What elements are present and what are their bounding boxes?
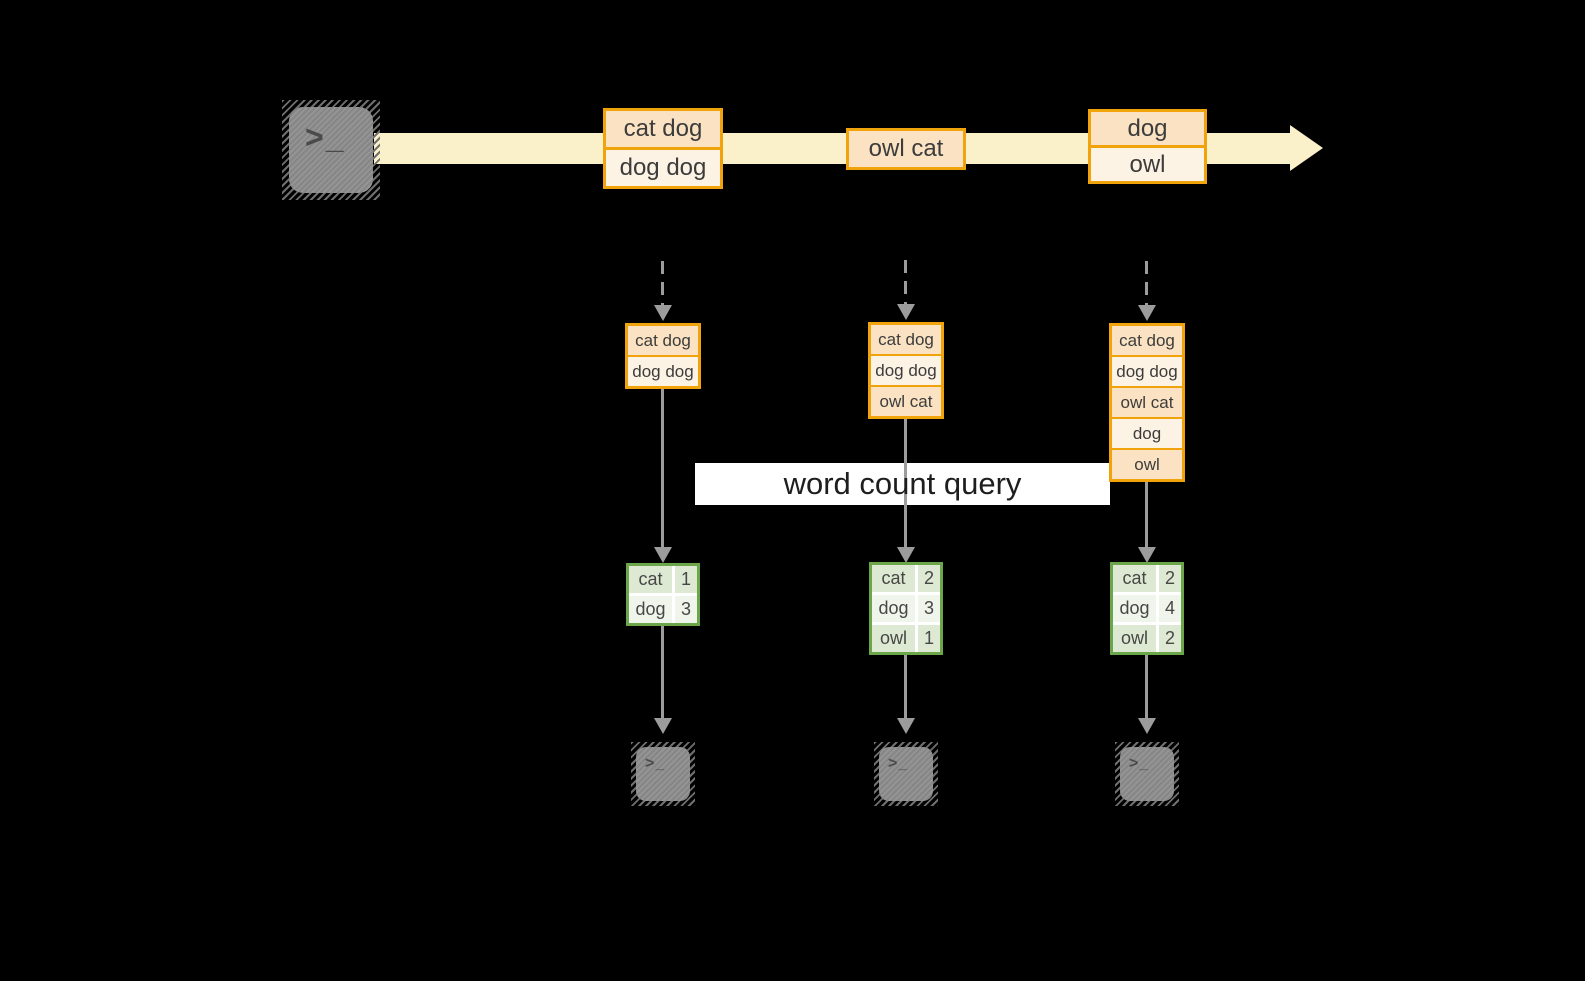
terminal-body: >_	[879, 747, 933, 801]
input-line: dog	[1112, 417, 1182, 448]
down-arrow-1	[661, 389, 664, 547]
input-stack-2: cat dog dog dog owl cat	[868, 322, 944, 419]
batch-line: owl	[1091, 145, 1204, 181]
count-cell: 3	[675, 596, 697, 623]
batch-line: dog dog	[606, 147, 720, 186]
terminal-body: >_	[1120, 747, 1174, 801]
count-cell: 1	[675, 566, 697, 593]
batch-line: owl cat	[849, 131, 963, 167]
batch-line: dog	[1091, 112, 1204, 145]
terminal-prompt-glyph: >_	[888, 755, 909, 772]
terminal-sink-icon-2: >_	[874, 742, 938, 806]
down-arrow-6	[1145, 655, 1148, 718]
down-arrowhead-icon	[1138, 547, 1156, 563]
input-stack-1: cat dog dog dog	[625, 323, 701, 389]
down-arrowhead-icon	[897, 304, 915, 320]
down-arrow-2	[904, 419, 907, 547]
count-cell: 2	[918, 565, 940, 592]
stream-arrowhead-icon	[1290, 125, 1323, 171]
count-cell: 3	[918, 595, 940, 622]
down-arrowhead-icon	[1138, 305, 1156, 321]
down-arrowhead-icon	[654, 547, 672, 563]
word-cell: dog	[1113, 595, 1156, 622]
input-line: owl	[1112, 448, 1182, 479]
down-arrow-4	[661, 626, 664, 718]
input-line: cat dog	[628, 326, 698, 355]
terminal-sink-icon-1: >_	[631, 742, 695, 806]
word-count-table-1: cat 1 dog 3	[626, 563, 700, 626]
stream-batch-1: cat dog dog dog	[603, 108, 723, 189]
terminal-body: >_	[636, 747, 690, 801]
count-cell: 2	[1159, 625, 1181, 652]
input-stack-3: cat dog dog dog owl cat dog owl	[1109, 323, 1185, 482]
dashed-down-arrow-1	[661, 261, 664, 305]
terminal-body: >_	[289, 107, 373, 193]
input-line: owl cat	[1112, 386, 1182, 417]
input-line: dog dog	[1112, 355, 1182, 386]
down-arrow-3	[1145, 482, 1148, 547]
count-cell: 4	[1159, 595, 1181, 622]
input-line: dog dog	[871, 354, 941, 385]
terminal-prompt-glyph: >_	[1129, 755, 1150, 772]
down-arrowhead-icon	[1138, 718, 1156, 734]
down-arrowhead-icon	[897, 718, 915, 734]
down-arrowhead-icon	[654, 718, 672, 734]
query-banner-label: word count query	[783, 466, 1022, 501]
count-cell: 1	[918, 625, 940, 652]
word-cell: cat	[629, 566, 672, 593]
word-cell: dog	[629, 596, 672, 623]
batch-line: cat dog	[606, 111, 720, 147]
terminal-prompt-glyph: >_	[305, 119, 346, 155]
terminal-prompt-glyph: >_	[645, 755, 666, 772]
word-cell: cat	[872, 565, 915, 592]
down-arrowhead-icon	[897, 547, 915, 563]
word-cell: owl	[872, 625, 915, 652]
input-line: dog dog	[628, 355, 698, 386]
query-banner	[695, 463, 1110, 505]
input-line: cat dog	[871, 325, 941, 354]
down-arrow-5	[904, 655, 907, 718]
input-line: cat dog	[1112, 326, 1182, 355]
word-count-table-2: cat 2 dog 3 owl 1	[869, 562, 943, 655]
input-line: owl cat	[871, 385, 941, 416]
dashed-down-arrow-2	[904, 260, 907, 304]
terminal-source-icon: >_	[282, 100, 380, 200]
terminal-sink-icon-3: >_	[1115, 742, 1179, 806]
down-arrowhead-icon	[654, 305, 672, 321]
count-cell: 2	[1159, 565, 1181, 592]
word-cell: owl	[1113, 625, 1156, 652]
word-cell: dog	[872, 595, 915, 622]
word-count-table-3: cat 2 dog 4 owl 2	[1110, 562, 1184, 655]
dashed-down-arrow-3	[1145, 261, 1148, 305]
word-cell: cat	[1113, 565, 1156, 592]
stream-batch-3: dog owl	[1088, 109, 1207, 184]
stream-batch-2: owl cat	[846, 128, 966, 170]
